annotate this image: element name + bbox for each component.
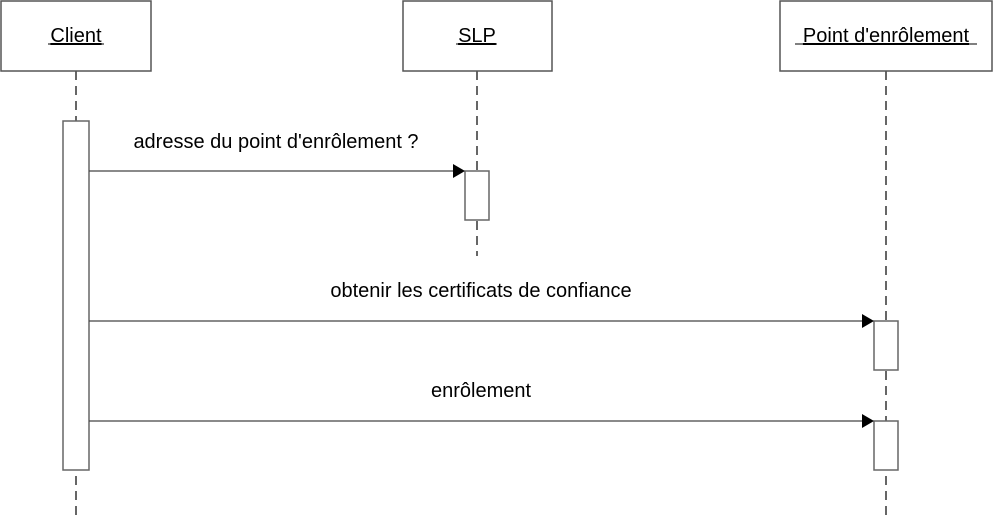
activation-point-enrolement-1 <box>873 320 899 371</box>
arrowhead-icon <box>862 314 874 328</box>
message-label: adresse du point d'enrôlement ? <box>133 131 418 153</box>
participant-label: Point d'enrôlement <box>803 25 970 47</box>
message-2: obtenir les certificats de confiance <box>89 280 874 328</box>
participant-slp[interactable]: SLP <box>402 0 553 72</box>
arrowhead-icon <box>862 414 874 428</box>
participant-label: Client <box>50 25 102 47</box>
participant-label: SLP <box>458 25 496 47</box>
message-label: obtenir les certificats de confiance <box>330 280 631 302</box>
message-3: enrôlement <box>89 380 874 428</box>
activation-client <box>62 120 90 471</box>
message-label: enrôlement <box>431 380 532 402</box>
message-1: adresse du point d'enrôlement ? <box>89 131 465 178</box>
participant-client[interactable]: Client <box>0 0 152 72</box>
activation-slp <box>464 170 490 221</box>
participant-point-enrolement[interactable]: Point d'enrôlement <box>779 0 993 72</box>
activation-point-enrolement-2 <box>873 420 899 471</box>
arrowhead-icon <box>453 164 465 178</box>
